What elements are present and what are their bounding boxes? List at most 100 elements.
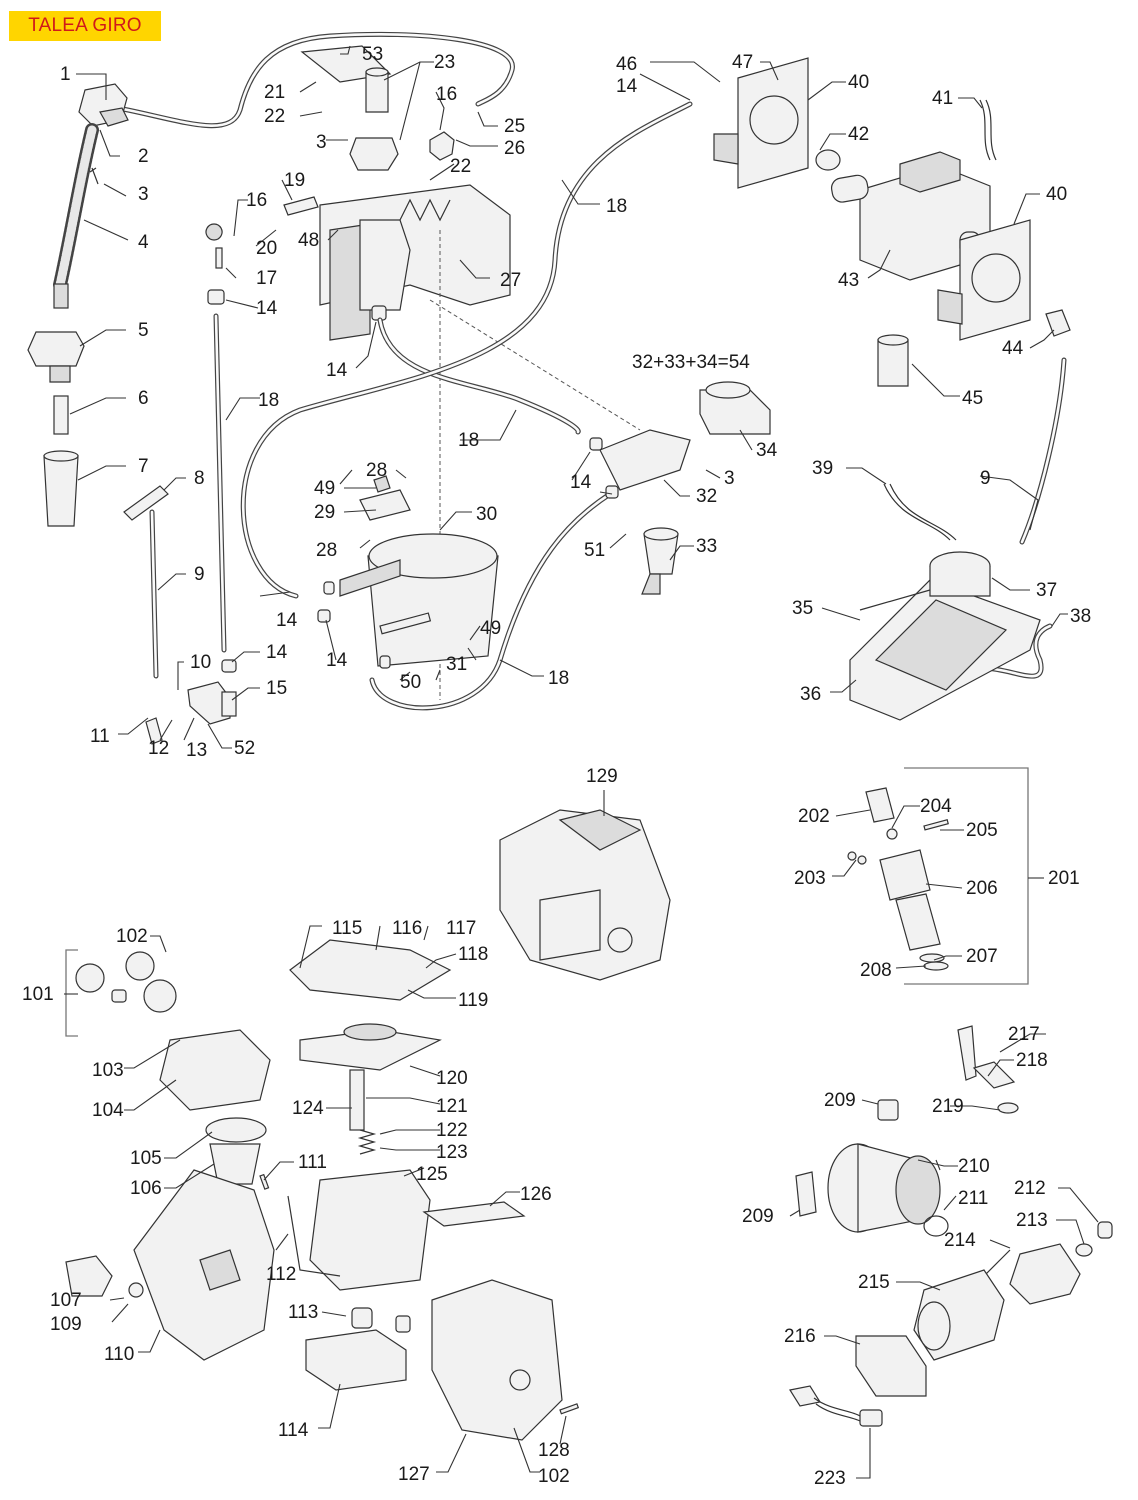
gear-motor-assembly (789, 1025, 1113, 1427)
label-117: 117 (446, 918, 476, 939)
label-45: 45 (962, 388, 983, 409)
label-217: 217 (1008, 1024, 1040, 1045)
label-25: 25 (504, 116, 525, 137)
label-52: 52 (234, 738, 255, 759)
label-122: 122 (436, 1120, 468, 1141)
label-1: 1 (60, 64, 71, 85)
label-35: 35 (792, 598, 813, 619)
label-38: 38 (1070, 606, 1091, 627)
label-19: 19 (284, 170, 305, 191)
label-53: 53 (362, 44, 383, 65)
label-223: 223 (814, 1468, 846, 1489)
label-209-a: 209 (824, 1090, 856, 1111)
label-112: 112 (266, 1264, 296, 1285)
label-9-b: 9 (980, 468, 991, 489)
label-206: 206 (966, 878, 998, 899)
label-14-b: 14 (256, 298, 278, 319)
label-204: 204 (920, 796, 952, 817)
label-39: 39 (812, 458, 833, 479)
label-118: 118 (458, 944, 488, 965)
label-124: 124 (292, 1098, 324, 1119)
label-28-b: 28 (316, 540, 337, 561)
label-3-c: 3 (724, 468, 735, 489)
label-37: 37 (1036, 580, 1057, 601)
label-216: 216 (784, 1326, 816, 1347)
label-119: 119 (458, 990, 488, 1011)
label-28-a: 28 (366, 460, 387, 481)
label-51: 51 (584, 540, 605, 561)
label-33: 33 (696, 536, 717, 557)
label-15: 15 (266, 678, 287, 699)
label-106: 106 (130, 1178, 162, 1199)
label-49-a: 49 (314, 478, 335, 499)
label-8: 8 (194, 468, 205, 489)
label-23: 23 (434, 52, 455, 73)
part-labels: 1 2 3 4 5 6 7 8 9 10 11 12 13 52 14 15 1… (22, 44, 1091, 1489)
label-214: 214 (944, 1230, 976, 1251)
label-116: 116 (392, 918, 422, 939)
label-42: 42 (848, 124, 869, 145)
leader-lines (64, 45, 1099, 1479)
label-12: 12 (148, 738, 169, 759)
label-41: 41 (932, 88, 953, 109)
label-16-a: 16 (246, 190, 267, 211)
label-205: 205 (966, 820, 998, 841)
brew-group-exploded (65, 939, 580, 1441)
label-102-b: 102 (538, 1466, 570, 1487)
label-14-c: 14 (326, 360, 348, 381)
label-26: 26 (504, 138, 525, 159)
label-213: 213 (1016, 1210, 1048, 1231)
label-9: 9 (194, 564, 205, 585)
fittings-lower-left (123, 485, 237, 745)
label-21: 21 (264, 82, 285, 103)
label-109: 109 (50, 1314, 82, 1335)
label-208: 208 (860, 960, 892, 981)
label-48: 48 (298, 230, 319, 251)
label-7: 7 (138, 456, 149, 477)
label-211: 211 (958, 1188, 988, 1209)
label-219: 219 (932, 1096, 964, 1117)
label-201: 201 (1048, 868, 1080, 889)
label-113: 113 (288, 1302, 318, 1323)
label-46: 46 (616, 54, 637, 75)
label-18-b: 18 (606, 196, 627, 217)
label-36: 36 (800, 684, 821, 705)
label-202: 202 (798, 806, 830, 827)
label-32: 32 (696, 486, 717, 507)
label-3-b: 3 (316, 132, 327, 153)
kit-formula: 32+33+34=54 (632, 352, 750, 373)
label-34: 34 (756, 440, 778, 461)
label-50: 50 (400, 672, 421, 693)
label-47: 47 (732, 52, 753, 73)
label-40-a: 40 (848, 72, 869, 93)
boiler-assembly (317, 381, 771, 669)
label-127: 127 (398, 1464, 430, 1485)
label-14-d: 14 (276, 610, 298, 631)
label-209-b: 209 (742, 1206, 774, 1227)
label-126: 126 (520, 1184, 552, 1205)
label-103: 103 (92, 1060, 124, 1081)
label-128: 128 (538, 1440, 570, 1461)
label-14-a: 14 (266, 642, 288, 663)
label-11: 11 (90, 726, 110, 747)
brewing-unit-129 (499, 809, 671, 981)
label-14-g: 14 (616, 76, 638, 97)
label-16-b: 16 (436, 84, 457, 105)
label-6: 6 (138, 388, 149, 409)
label-102-a: 102 (116, 926, 148, 947)
label-218: 218 (1016, 1050, 1048, 1071)
label-27: 27 (500, 270, 521, 291)
label-30: 30 (476, 504, 497, 525)
label-215: 215 (858, 1272, 890, 1293)
water-tank-base (849, 483, 1041, 721)
label-107: 107 (50, 1290, 82, 1311)
label-210: 210 (958, 1156, 990, 1177)
label-18-d: 18 (548, 668, 569, 689)
valve-bracket-assembly (205, 45, 641, 700)
label-4: 4 (138, 232, 149, 253)
label-212: 212 (1014, 1178, 1046, 1199)
valve-group-201 (847, 767, 1029, 985)
label-43: 43 (838, 270, 859, 291)
pump-assembly (713, 57, 1071, 387)
label-203: 203 (794, 868, 826, 889)
